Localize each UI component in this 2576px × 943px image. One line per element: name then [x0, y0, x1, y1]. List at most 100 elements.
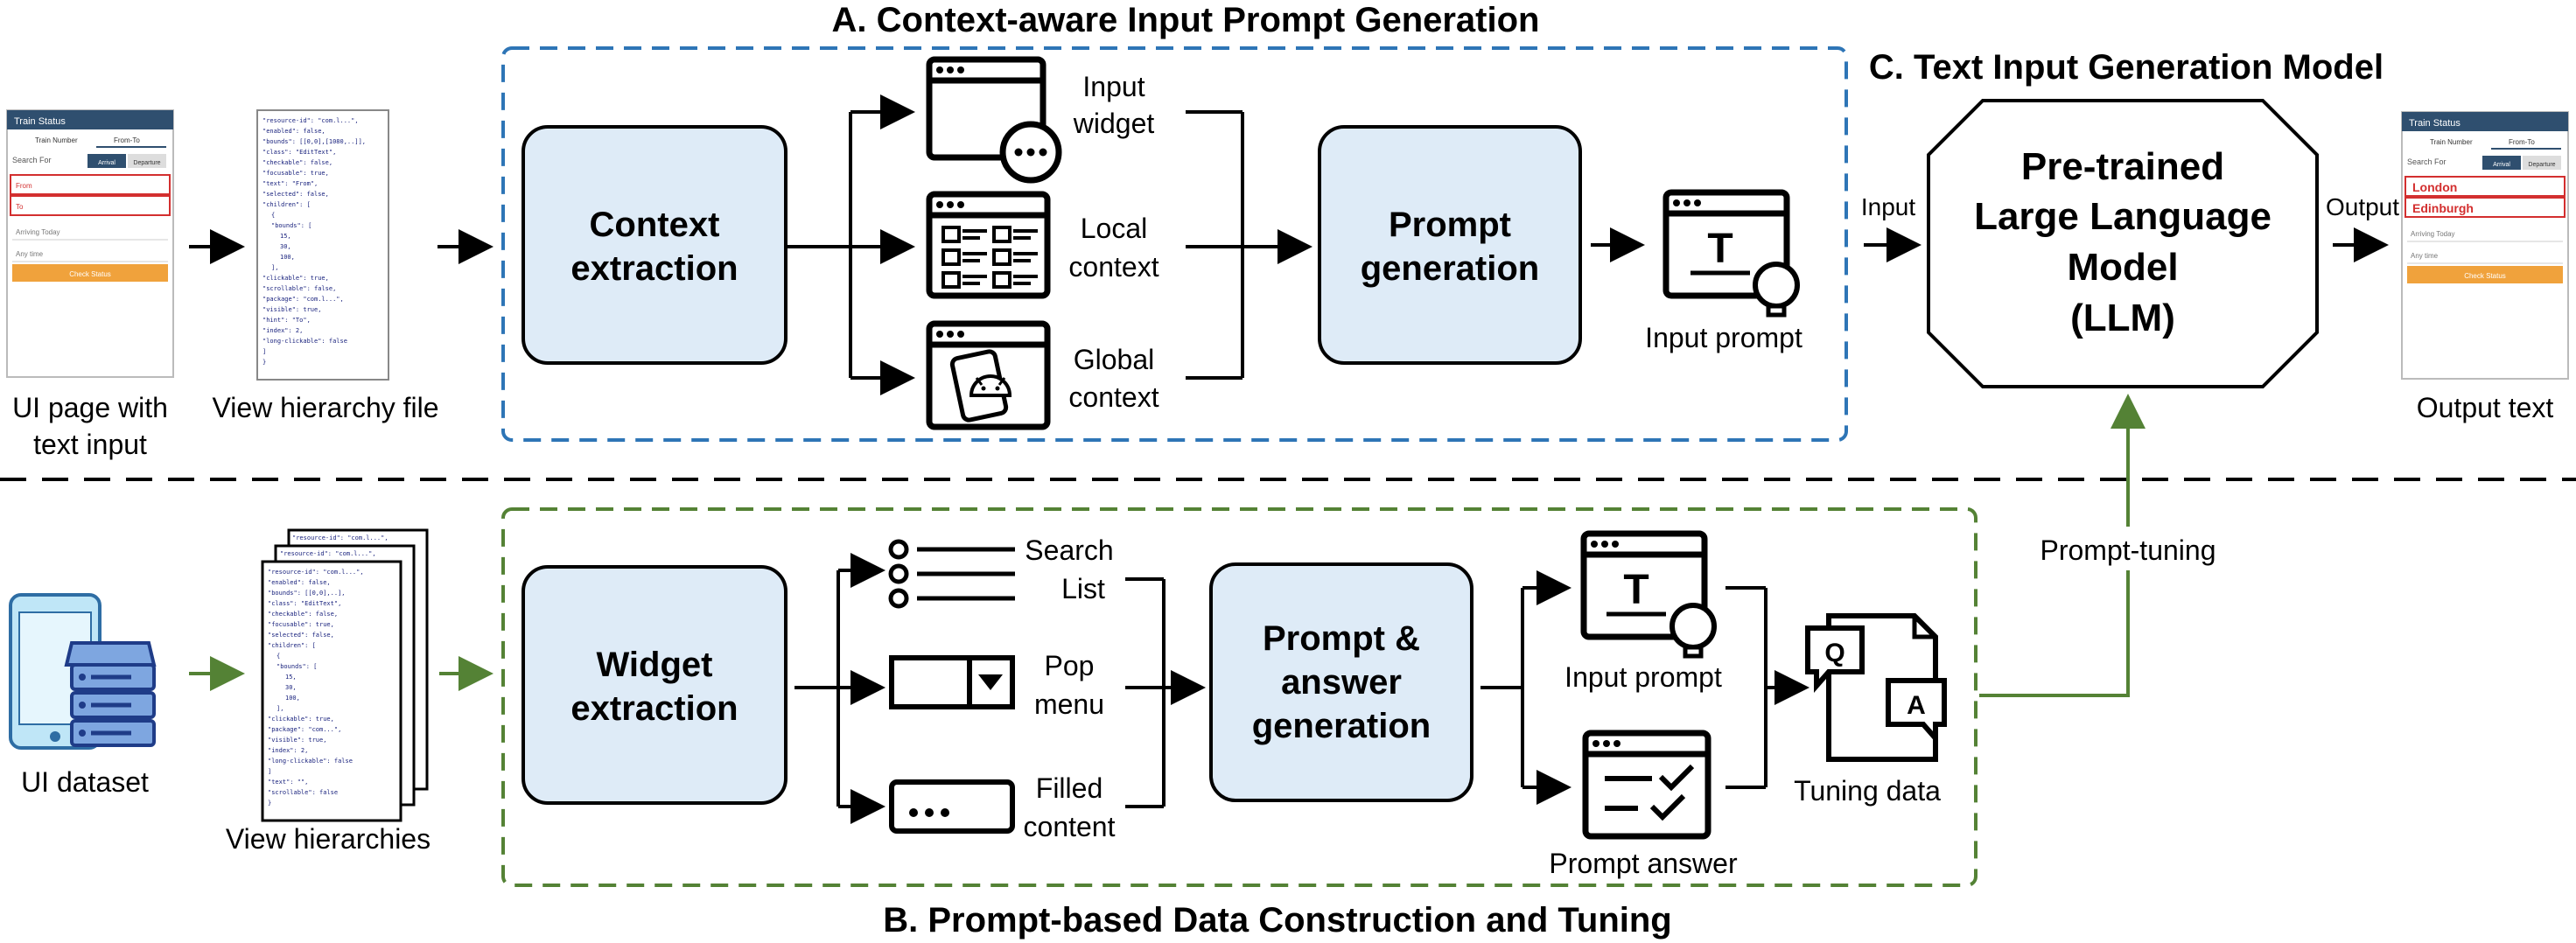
global-context-icon	[926, 320, 1051, 430]
output-text-label: Output text	[2417, 392, 2554, 423]
svg-text:"index": 2,: "index": 2,	[262, 327, 303, 334]
pop-menu-label-2: menu	[1034, 688, 1104, 720]
filled-content-icon	[889, 779, 1015, 834]
search-list-label-1: Search	[1025, 534, 1113, 566]
pop-menu-icon	[889, 655, 1015, 709]
input-prompt-label-b: Input prompt	[1564, 661, 1722, 693]
svg-text:15,: 15,	[285, 674, 297, 681]
prompt-answer-gen-label-3: generation	[1252, 707, 1431, 745]
search-list-icon	[888, 539, 1015, 609]
filled-content-label-2: content	[1024, 811, 1116, 842]
to-field	[10, 195, 171, 216]
svg-text:]: ]	[268, 768, 271, 775]
svg-text:"resource-id": "com.l...",: "resource-id": "com.l...",	[262, 117, 359, 124]
input-widget-icon	[926, 56, 1062, 184]
view-hierarchy-label: View hierarchy file	[212, 392, 438, 423]
prompt-answer-label: Prompt answer	[1549, 848, 1738, 879]
llm-label-3: Model	[2067, 246, 2178, 289]
llm-label-1: Pre-trained	[2021, 145, 2224, 188]
ui-dataset-label: UI dataset	[21, 766, 149, 798]
branch-arrows-b	[794, 553, 886, 824]
svg-text:}: }	[262, 359, 266, 366]
svg-text:"scrollable": false: "scrollable": false	[268, 789, 338, 796]
svg-text:From-To: From-To	[114, 136, 140, 144]
svg-text:Arrival: Arrival	[2493, 162, 2510, 168]
svg-text:100,: 100,	[280, 254, 295, 261]
llm-label-4: (LLM)	[2070, 297, 2175, 339]
svg-text:100,: 100,	[285, 695, 300, 702]
svg-text:"bounds": [[0,0],..],: "bounds": [[0,0],..],	[268, 590, 346, 597]
svg-text:"text": "",: "text": "",	[268, 779, 308, 786]
section-b-border	[501, 507, 1978, 887]
output-to-value: Edinburgh	[2412, 201, 2474, 215]
svg-text:"enabled": false,: "enabled": false,	[268, 579, 331, 586]
svg-text:"package": "com...",: "package": "com...",	[268, 726, 341, 733]
input-phone-screenshot: Train Status Train Number From-To Search…	[6, 109, 174, 378]
svg-text:{: {	[276, 653, 280, 660]
svg-text:"focusable": true,: "focusable": true,	[262, 170, 329, 177]
svg-text:T: T	[1623, 567, 1648, 613]
svg-text:From-To: From-To	[2509, 138, 2535, 146]
svg-text:"children": [: "children": [	[268, 642, 316, 649]
svg-text:"resource-id": "com.l...",: "resource-id": "com.l...",	[280, 550, 376, 557]
section-a-border	[501, 46, 1848, 442]
ui-page-label-2: text input	[33, 429, 147, 460]
view-hierarchies-label: View hierarchies	[226, 823, 430, 855]
prompt-answer-gen-label-1: Prompt &	[1263, 619, 1420, 658]
svg-text:"package": "com.l...",: "package": "com.l...",	[262, 296, 344, 303]
prompt-generation-box	[1318, 125, 1582, 365]
merge-arrows-b	[1125, 577, 1206, 808]
svg-text:"bounds": [: "bounds": [	[271, 222, 312, 229]
svg-text:30,: 30,	[285, 684, 297, 691]
svg-text:"scrollable": false,: "scrollable": false,	[262, 285, 336, 292]
section-a-title: A. Context-aware Input Prompt Generation	[832, 1, 1540, 39]
svg-text:15,: 15,	[280, 233, 291, 240]
svg-text:Any time: Any time	[16, 250, 44, 258]
input-prompt-icon: T	[1662, 189, 1800, 318]
input-widget-label-2: widget	[1073, 108, 1155, 139]
check-status-button	[12, 264, 168, 282]
svg-text:Any time: Any time	[2411, 252, 2439, 260]
llm-box	[1927, 99, 2319, 388]
global-context-label-2: context	[1068, 381, 1158, 413]
pop-menu-label-1: Pop	[1045, 650, 1095, 681]
svg-text:{: {	[271, 212, 275, 219]
global-context-label-1: Global	[1074, 344, 1155, 375]
prompt-tuning-arrow	[1979, 394, 2146, 697]
prompt-answer-gen-label-2: answer	[1281, 663, 1402, 702]
svg-text:30,: 30,	[280, 243, 291, 250]
svg-text:"text": "From",: "text": "From",	[262, 180, 318, 187]
svg-text:Arriving Today: Arriving Today	[16, 228, 60, 236]
context-extraction-label-2: extraction	[570, 249, 738, 288]
svg-text:"visible": true,: "visible": true,	[262, 306, 321, 313]
svg-text:Q: Q	[1824, 639, 1844, 667]
prompt-generation-label-1: Prompt	[1389, 206, 1511, 244]
phone-header-text: Train Status	[14, 116, 66, 127]
merge-arrows-a	[1186, 110, 1312, 380]
branch-arrows-b2	[1480, 570, 1572, 805]
svg-text:From: From	[16, 182, 32, 190]
svg-text:"bounds": [: "bounds": [	[276, 663, 317, 670]
svg-text:Arrival: Arrival	[98, 160, 116, 166]
input-prompt-icon-b: T	[1580, 530, 1717, 659]
view-hierarchy-file: "resource-id": "com.l...", "enabled": fa…	[256, 109, 389, 381]
svg-text:"bounds": [[0,0],[1080,..]],: "bounds": [[0,0],[1080,..]],	[262, 138, 366, 145]
input-prompt-label-a: Input prompt	[1645, 322, 1802, 353]
svg-text:"enabled": false,: "enabled": false,	[262, 128, 326, 135]
svg-text:A: A	[1907, 691, 1926, 720]
svg-text:"resource-id": "com.l...",: "resource-id": "com.l...",	[268, 569, 364, 576]
svg-text:To: To	[16, 203, 24, 211]
svg-text:],: ],	[276, 705, 284, 712]
svg-text:Train Number: Train Number	[2430, 138, 2473, 146]
svg-text:"clickable": true,: "clickable": true,	[268, 716, 334, 723]
svg-text:"index": 2,: "index": 2,	[268, 747, 308, 754]
svg-text:Train Status: Train Status	[2409, 118, 2460, 129]
output-phone-screenshot: Train Status Train Number From-To Search…	[2401, 111, 2569, 380]
svg-text:Search For: Search For	[12, 156, 52, 164]
context-extraction-label-1: Context	[590, 206, 720, 244]
input-arrow-label: Input	[1861, 193, 1915, 220]
svg-text:"long-clickable": false: "long-clickable": false	[268, 758, 353, 765]
section-c-title: C. Text Input Generation Model	[1869, 48, 2384, 87]
svg-text:"class": "EditText",: "class": "EditText",	[268, 600, 341, 607]
